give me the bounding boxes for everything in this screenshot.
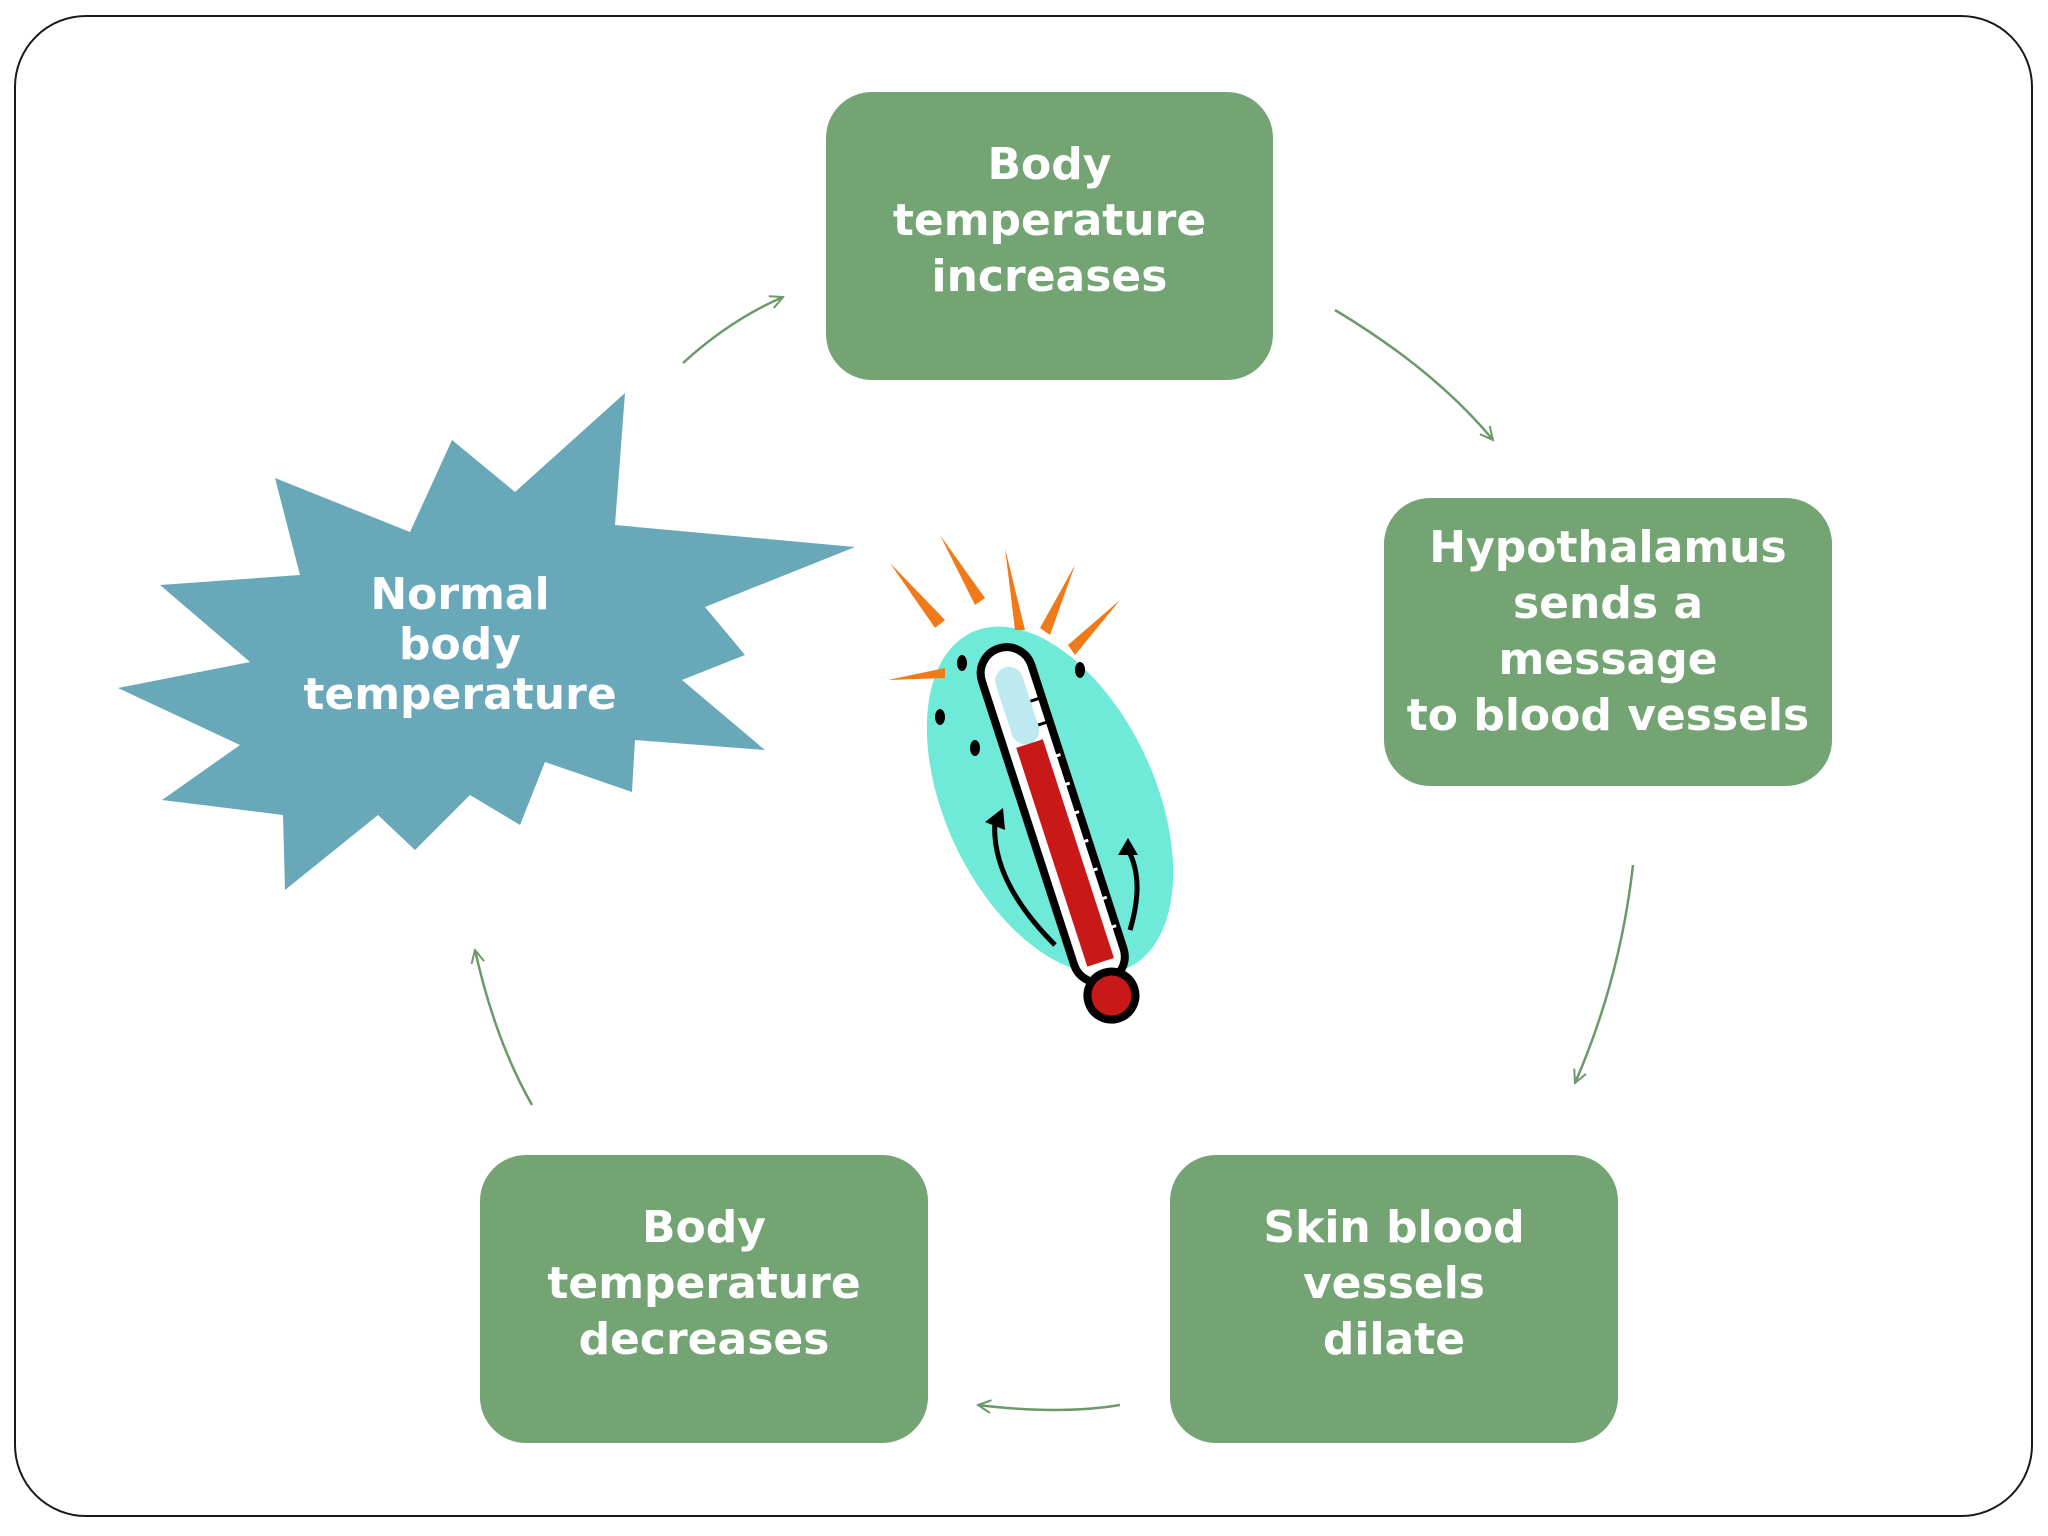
node-body-temperature-increases: Body temperature increases: [826, 92, 1273, 380]
arrow-increase-to-hypothalamus: [1334, 308, 1493, 440]
node-label: Body temperature increases: [892, 139, 1207, 302]
node-skin-blood-vessels-dilate: Skin blood vessels dilate: [1170, 1155, 1618, 1443]
node-label: Hypothalamus sends a message to blood ve…: [1406, 522, 1810, 741]
thermometer-icon: [888, 535, 1174, 1024]
node-label: Skin blood vessels dilate: [1263, 1202, 1525, 1365]
node-label: Body temperature decreases: [547, 1202, 861, 1365]
starburst-shape: [118, 393, 855, 890]
node-body-temperature-decreases: Body temperature decreases: [480, 1155, 928, 1443]
arrow-normal-to-increase: [682, 297, 783, 364]
node-hypothalamus-sends-message: Hypothalamus sends a message to blood ve…: [1384, 498, 1832, 786]
normal-body-temperature-label: Normal body temperature: [303, 569, 617, 720]
arrow-hypothalamus-to-dilate: [1575, 864, 1635, 1083]
arrow-dilate-to-decrease: [978, 1405, 1121, 1410]
arrow-decrease-to-normal: [475, 950, 534, 1106]
